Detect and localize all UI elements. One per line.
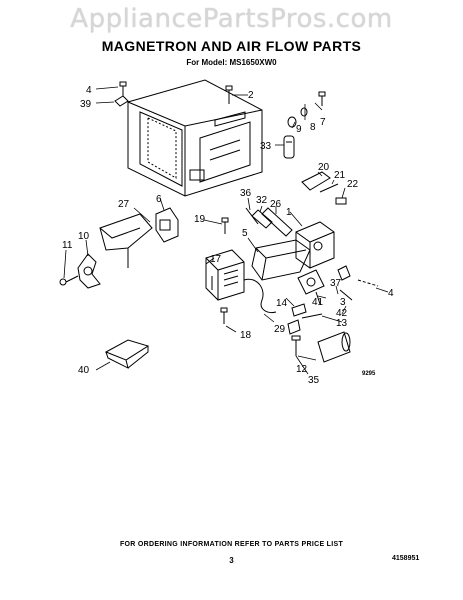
callout-22: 22 bbox=[347, 179, 359, 190]
blower-block-6 bbox=[155, 207, 179, 243]
callout-42: 42 bbox=[336, 308, 348, 319]
wire-lead bbox=[243, 278, 277, 313]
capacitor-12-35 bbox=[291, 331, 351, 363]
callout-4-right: 4 bbox=[388, 288, 394, 299]
screw-parts-4-39 bbox=[114, 81, 129, 107]
callout-41: 41 bbox=[312, 297, 324, 308]
callout-3: 3 bbox=[340, 297, 346, 308]
oven-cavity-housing bbox=[127, 79, 263, 197]
fan-motor-37-41 bbox=[297, 269, 325, 305]
screw-part-2 bbox=[225, 85, 233, 104]
bracket-20-21-22 bbox=[301, 171, 347, 205]
callout-33: 33 bbox=[260, 141, 272, 152]
thermal-cutout-33 bbox=[283, 135, 295, 159]
fan-blade-10 bbox=[77, 253, 101, 289]
watermark: AppliancePartsPros.com bbox=[70, 4, 393, 34]
callout-12: 12 bbox=[296, 364, 308, 375]
callout-10: 10 bbox=[78, 231, 90, 242]
leader-lines bbox=[63, 86, 389, 375]
document-number: 4158951 bbox=[392, 555, 420, 562]
callout-14: 14 bbox=[276, 298, 288, 309]
callout-7: 7 bbox=[320, 117, 326, 128]
screw-parts-3-4-42 bbox=[337, 265, 379, 301]
callout-5: 5 bbox=[242, 228, 248, 239]
callout-9: 9 bbox=[296, 124, 302, 135]
callout-6: 6 bbox=[156, 194, 162, 205]
parts-26-32-36 bbox=[245, 207, 293, 237]
ordering-info-footer: FOR ORDERING INFORMATION REFER TO PARTS … bbox=[119, 541, 344, 548]
callout-20: 20 bbox=[318, 162, 330, 173]
page-number: 3 bbox=[229, 556, 234, 565]
callout-36: 36 bbox=[240, 188, 252, 199]
callout-4: 4 bbox=[86, 85, 92, 96]
callout-13: 13 bbox=[336, 318, 348, 329]
parts-13-14-29 bbox=[287, 303, 323, 335]
nut-11 bbox=[59, 275, 79, 286]
transformer-17 bbox=[205, 249, 245, 301]
callout-21: 21 bbox=[334, 170, 346, 181]
callout-19: 19 bbox=[194, 214, 206, 225]
callout-32: 32 bbox=[256, 195, 268, 206]
air-duct-5 bbox=[251, 239, 311, 281]
air-guide-40 bbox=[104, 339, 150, 369]
callout-11: 11 bbox=[62, 240, 73, 251]
callout-27: 27 bbox=[118, 199, 130, 210]
callout-40: 40 bbox=[78, 365, 90, 376]
callout-29: 29 bbox=[274, 324, 286, 335]
callout-37: 37 bbox=[330, 278, 342, 289]
model-line: For Model: MS1650XW0 bbox=[186, 58, 277, 67]
diagram-code: 9295 bbox=[362, 371, 376, 377]
callout-8: 8 bbox=[310, 122, 316, 133]
callout-2: 2 bbox=[248, 90, 254, 101]
callout-1: 1 bbox=[286, 207, 292, 218]
callout-18: 18 bbox=[240, 330, 252, 341]
hardware-7-8-9 bbox=[287, 91, 326, 128]
callout-35: 35 bbox=[308, 375, 320, 386]
callout-39: 39 bbox=[80, 99, 92, 110]
screw-part-18 bbox=[220, 307, 228, 324]
page-title: MAGNETRON AND AIR FLOW PARTS bbox=[101, 38, 362, 54]
callout-17: 17 bbox=[210, 254, 222, 265]
callout-26: 26 bbox=[270, 199, 282, 210]
screw-part-19 bbox=[221, 217, 229, 234]
magnetron-assembly-1 bbox=[295, 221, 335, 269]
fan-bracket-27 bbox=[99, 213, 153, 268]
